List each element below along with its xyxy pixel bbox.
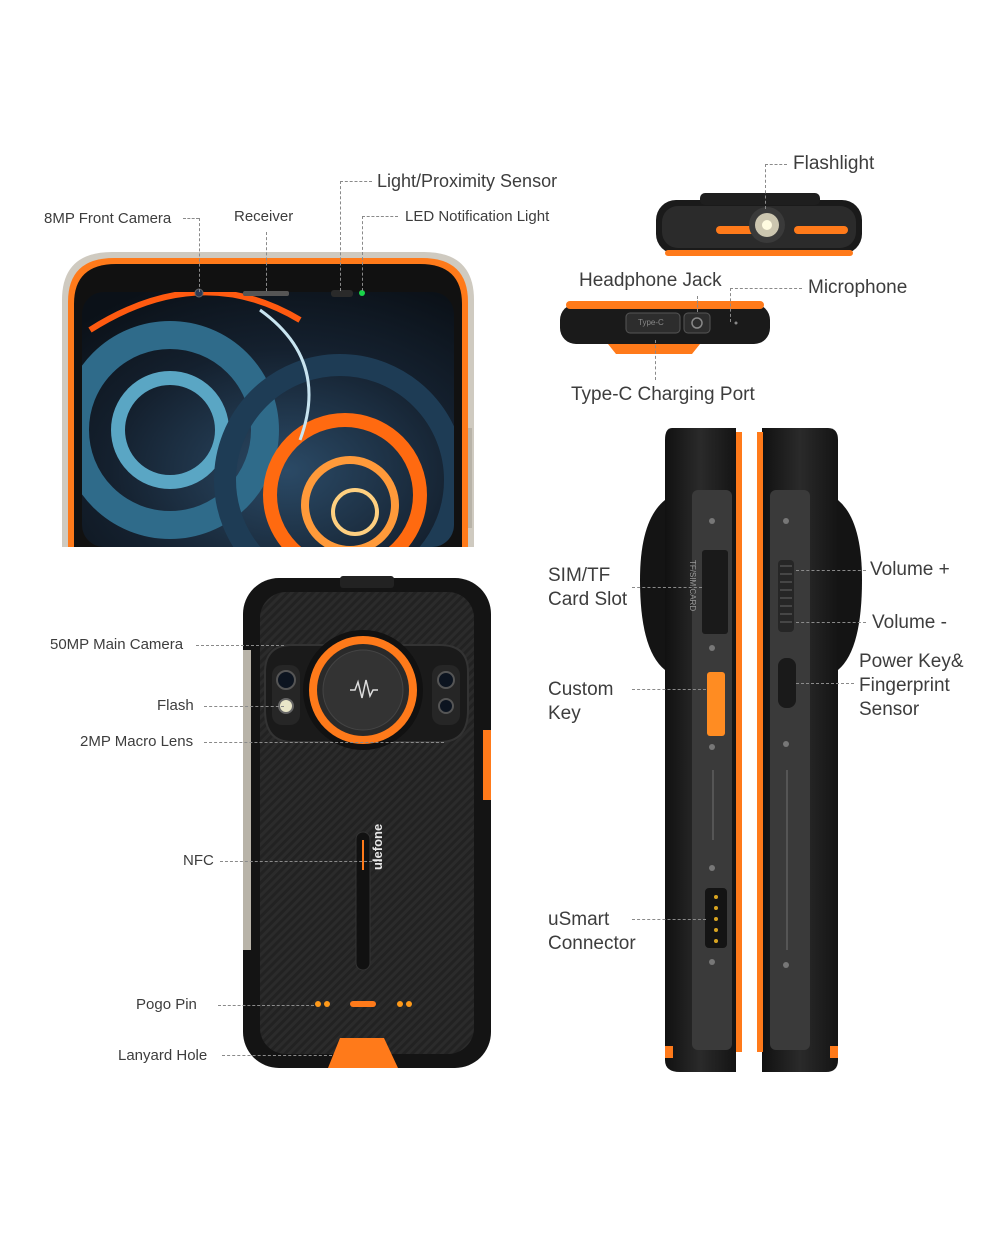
microphone-label: Microphone <box>808 277 908 298</box>
side-phone-right <box>757 428 862 1072</box>
sim-slot-label: SIM/TF Card Slot <box>548 564 627 612</box>
brand-logo: ulefone <box>370 823 385 870</box>
led-light-dot <box>359 290 365 296</box>
receiver-label: Receiver <box>234 208 294 225</box>
typec-port-text: Type-C <box>638 318 664 327</box>
custom-key-line1: Custom <box>548 679 614 700</box>
volume-up-label: Volume + <box>870 559 950 580</box>
flashlight-label: Flashlight <box>793 153 875 174</box>
flash-label: Flash <box>157 697 194 714</box>
wallpaper <box>82 292 454 547</box>
receiver-grille <box>243 291 289 296</box>
power-key-line3: Sensor <box>859 699 920 720</box>
led-light-label: LED Notification Light <box>405 208 550 225</box>
usmart-connector-label: uSmart Connector <box>548 908 636 956</box>
usmart-line1: uSmart <box>548 909 610 930</box>
custom-key-label: Custom Key <box>548 678 613 726</box>
power-key-label: Power Key& Fingerprint Sensor <box>859 650 964 722</box>
volume-down-label: Volume - <box>872 612 947 633</box>
power-key-line1: Power Key& <box>859 651 964 672</box>
power-key-line2: Fingerprint <box>859 675 950 696</box>
front-camera-label: 8MP Front Camera <box>44 210 172 227</box>
sim-slot-line2: Card Slot <box>548 589 628 610</box>
usmart-line2: Connector <box>548 933 636 954</box>
macro-lens-label: 2MP Macro Lens <box>80 733 194 750</box>
top-view-phone <box>656 193 862 256</box>
main-camera-label: 50MP Main Camera <box>50 636 184 653</box>
back-phone <box>243 576 491 1068</box>
pogo-pin-label: Pogo Pin <box>136 996 197 1013</box>
nfc-label: NFC <box>183 852 214 869</box>
sim-slot-line1: SIM/TF <box>548 565 611 586</box>
sim-tray-text: TF/SIM CARD <box>688 560 697 612</box>
lanyard-hole-label: Lanyard Hole <box>118 1047 208 1064</box>
proximity-sensor-label: Light/Proximity Sensor <box>377 171 558 191</box>
typec-port-label: Type-C Charging Port <box>571 384 755 405</box>
front-phone <box>62 252 474 547</box>
side-phone-left <box>640 428 742 1072</box>
custom-key-line2: Key <box>548 703 581 724</box>
bottom-view-phone <box>560 301 770 354</box>
headphone-jack-label: Headphone Jack <box>579 270 722 291</box>
